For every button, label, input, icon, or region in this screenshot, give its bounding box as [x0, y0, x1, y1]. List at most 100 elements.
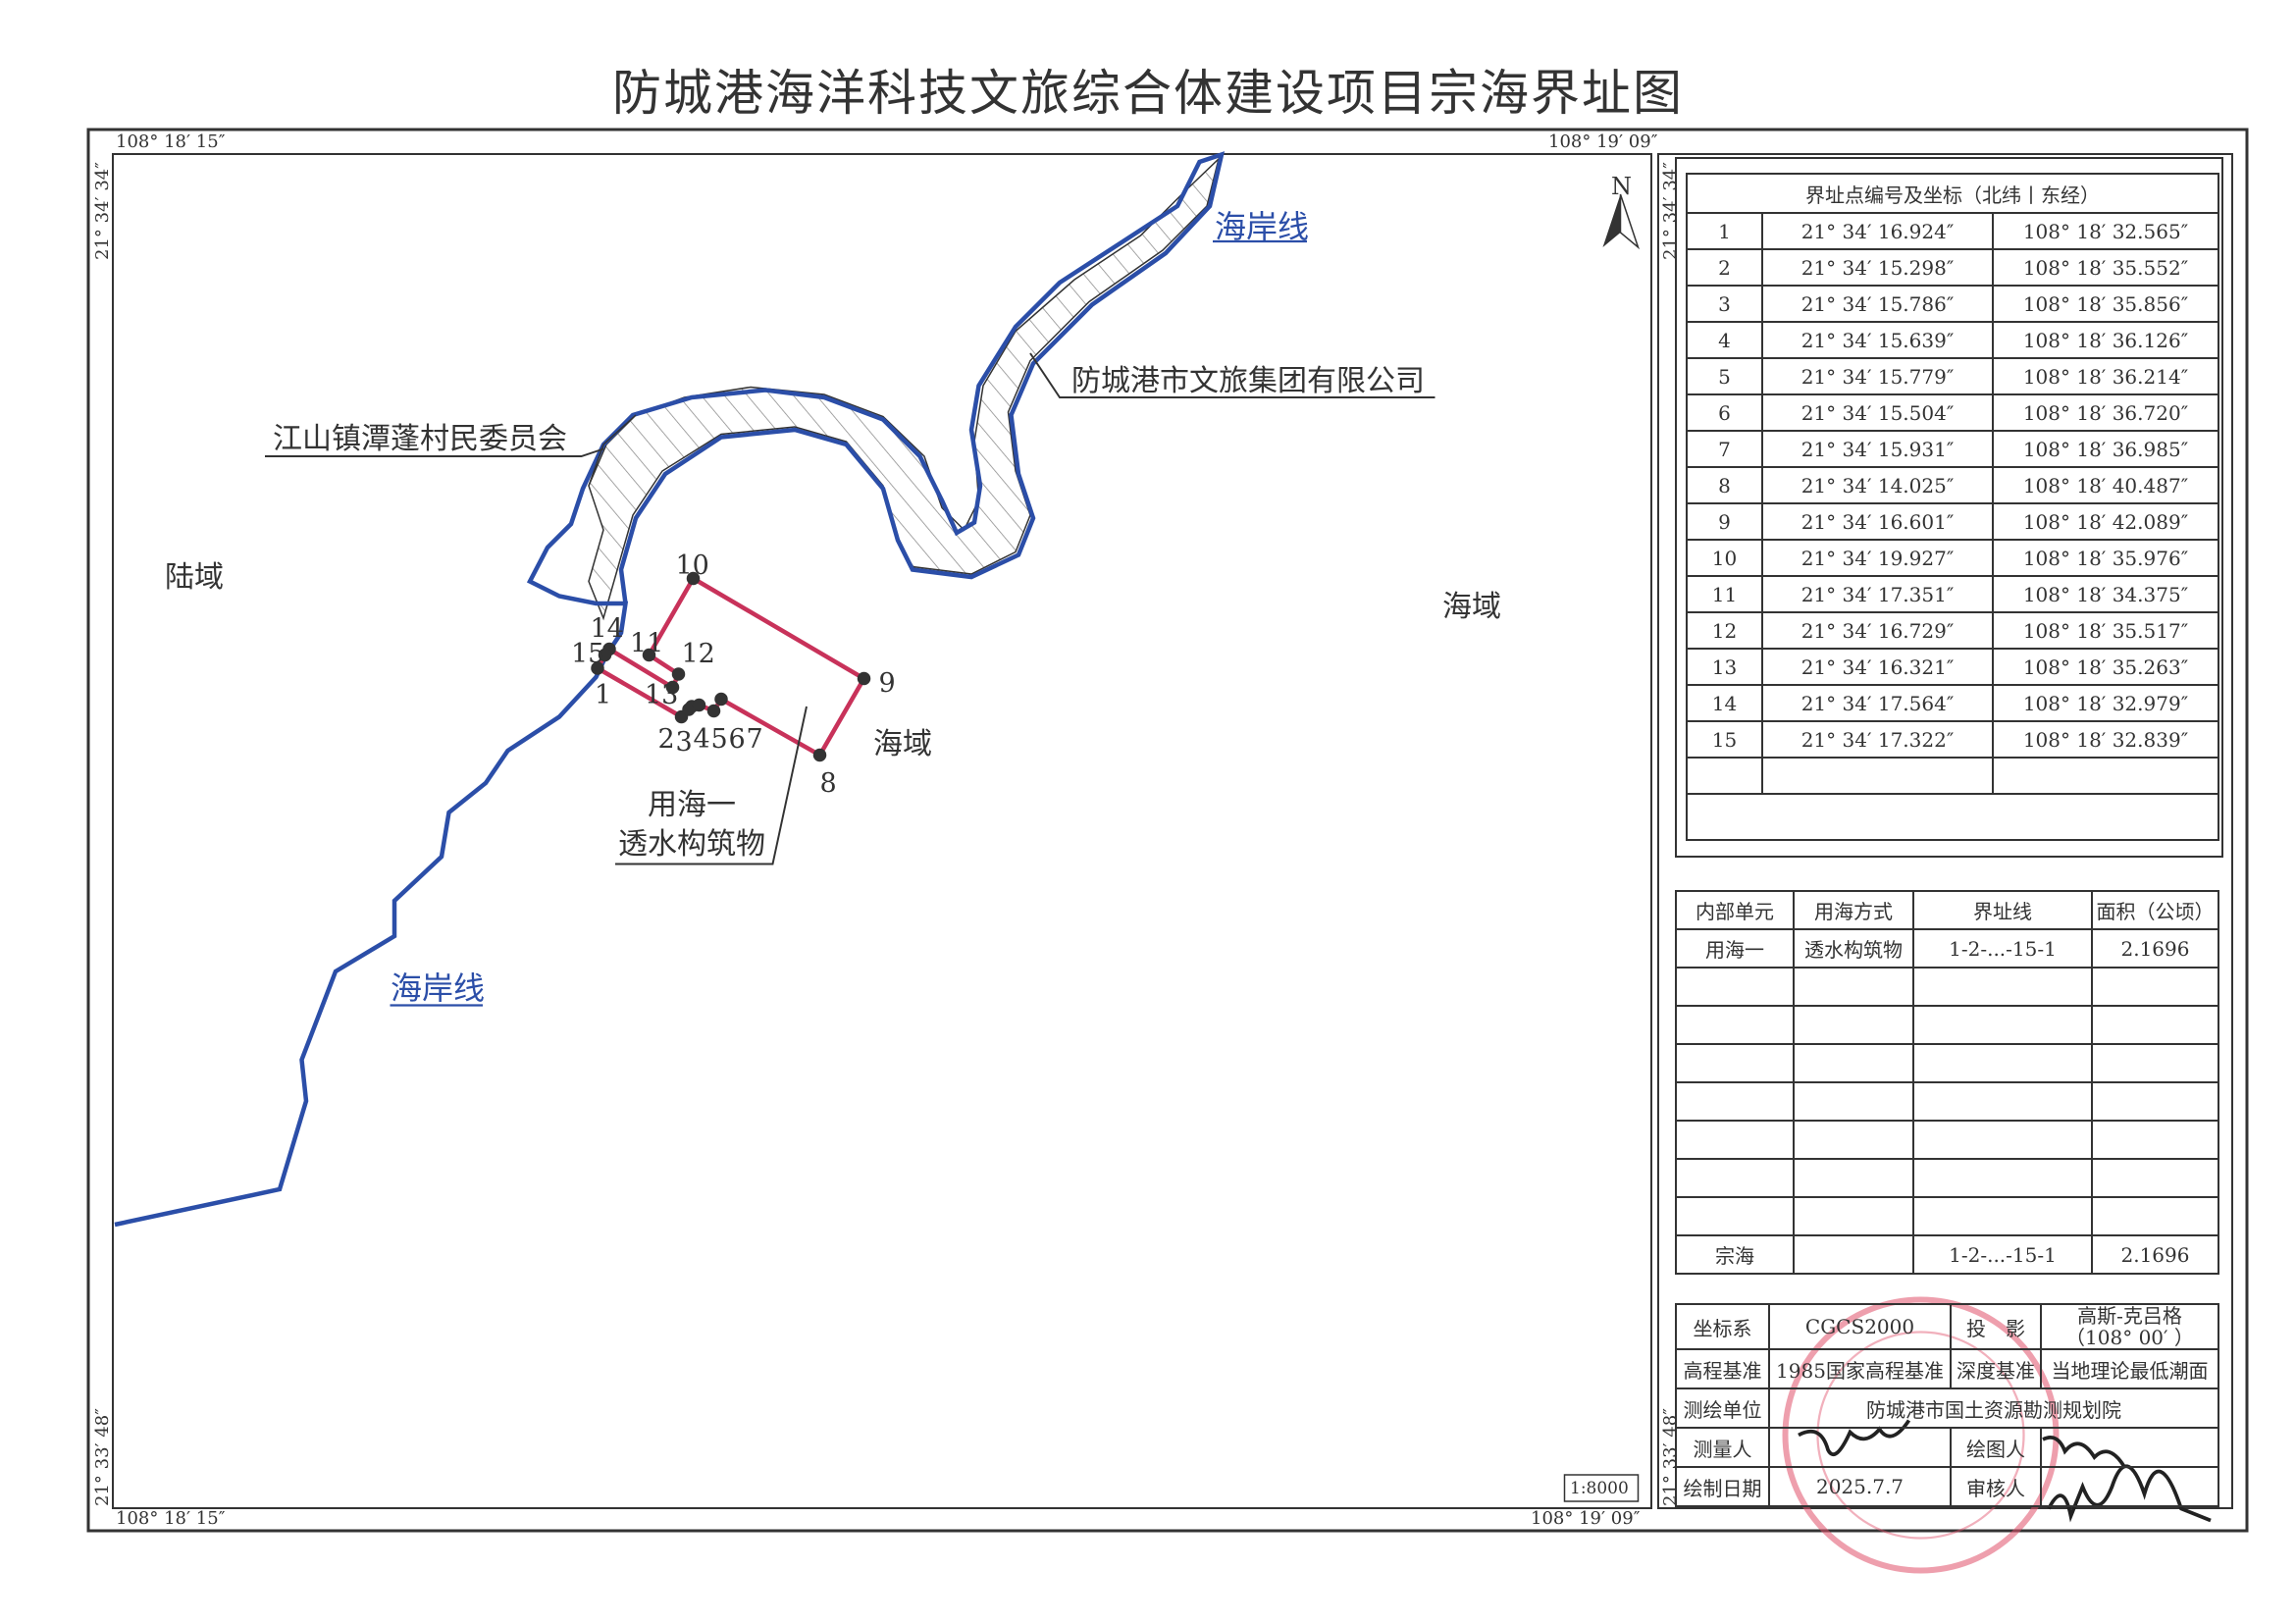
boundary-point-label: 7 — [747, 724, 763, 755]
boundary-point-label: 10 — [676, 550, 709, 581]
lon-bottom-right: 108° 19′ 09″ — [1531, 1508, 1641, 1529]
latitude: 21° 34′ 15.298″ — [1761, 248, 1994, 287]
north-arrow-icon — [1602, 193, 1641, 250]
legend-frame — [1657, 153, 2233, 1509]
longitude: 108° 18′ 36.214″ — [1992, 357, 2219, 395]
point-number: 11 — [1686, 575, 1763, 613]
latitude: 21° 34′ 16.321″ — [1761, 648, 1994, 686]
survey-unit-label: 测绘单位 — [1675, 1387, 1770, 1429]
lon-top-left: 108° 18′ 15″ — [116, 131, 226, 152]
longitude: 108° 18′ 42.089″ — [1992, 502, 2219, 541]
lon-bottom-left: 108° 18′ 15″ — [116, 1508, 226, 1529]
boundary-point-label: 5 — [711, 724, 728, 755]
point-number: 6 — [1686, 393, 1763, 432]
boundary-point-label: 6 — [729, 724, 746, 755]
coastline — [114, 151, 1226, 1228]
points-table-header: 界址点编号及坐标（北纬丨东经） — [1686, 173, 2219, 214]
point-number: 13 — [1686, 648, 1763, 686]
point-number: 8 — [1686, 466, 1763, 504]
use-units-table: 内部单元 用海方式 界址线 面积（公顷） 用海一 透水构筑物 1-2-...-1… — [1675, 890, 2219, 1275]
longitude: 108° 18′ 36.985″ — [1992, 430, 2219, 468]
village-label: 江山镇潭蓬村民委员会 — [273, 422, 567, 456]
boundary-point-label: 9 — [879, 668, 896, 699]
boundary-point — [598, 648, 612, 662]
latitude: 21° 34′ 15.931″ — [1761, 430, 1994, 468]
total-row: 宗海 1-2-...-15-1 2.1696 — [1675, 1234, 2219, 1275]
longitude: 108° 18′ 36.126″ — [1992, 321, 2219, 359]
boundary-point-label: 3 — [676, 727, 693, 758]
longitude: 108° 18′ 35.517″ — [1992, 611, 2219, 650]
longitude: 108° 18′ 40.487″ — [1992, 466, 2219, 504]
total-area: 2.1696 — [2091, 1234, 2219, 1275]
survey-unit-value: 防城港市国土资源勘测规划院 — [1768, 1387, 2219, 1429]
use-leader — [615, 706, 808, 865]
latitude: 21° 34′ 15.504″ — [1761, 393, 1994, 432]
date-label: 绘制日期 — [1675, 1466, 1770, 1507]
latitude: 21° 34′ 19.927″ — [1761, 539, 1994, 577]
lat-top-left: 21° 34′ 34″ — [92, 162, 113, 260]
reviewer-label: 审核人 — [1950, 1466, 2042, 1507]
depth-value: 当地理论最低潮面 — [2040, 1348, 2219, 1389]
point-number: 9 — [1686, 502, 1763, 541]
points-panel — [1675, 157, 2223, 858]
longitude: 108° 18′ 35.552″ — [1992, 248, 2219, 287]
depth-label: 深度基准 — [1950, 1348, 2042, 1389]
cell-unit: 用海一 — [1675, 928, 1795, 969]
land-label: 陆域 — [165, 560, 224, 595]
scale-box — [1563, 1474, 1640, 1502]
projection-value: 高斯-克吕格 — [2077, 1304, 2182, 1328]
point-number: 3 — [1686, 285, 1763, 323]
boundary-point — [591, 661, 604, 675]
total-line: 1-2-...-15-1 — [1912, 1234, 2093, 1275]
page-title: 防城港海洋科技文旅综合体建设项目宗海界址图 — [612, 65, 1684, 122]
point-number: 5 — [1686, 357, 1763, 395]
longitude: 108° 18′ 32.839″ — [1992, 720, 2219, 759]
village-leader — [265, 447, 604, 457]
use-type-label: 透水构筑物 — [618, 827, 765, 862]
boundary-point — [706, 704, 721, 718]
boundary-point-label: 2 — [658, 724, 675, 755]
latitude: 21° 34′ 15.779″ — [1761, 357, 1994, 395]
use-unit-label: 用海一 — [648, 788, 736, 822]
point-number: 7 — [1686, 430, 1763, 468]
boundary-point-label: 1 — [595, 680, 611, 710]
boundary-point-label: 8 — [820, 768, 837, 799]
point-number: 15 — [1686, 720, 1763, 759]
outer-frame — [86, 128, 2249, 1533]
point-number: 10 — [1686, 539, 1763, 577]
latitude: 21° 34′ 15.639″ — [1761, 321, 1994, 359]
company-label: 防城港市文旅集团有限公司 — [1071, 364, 1425, 398]
boundary-point-label: 14 — [591, 614, 624, 645]
boundary-point — [671, 667, 686, 681]
point-number: 2 — [1686, 248, 1763, 287]
boundary-point — [642, 648, 656, 662]
coastline-label-top: 海岸线 — [1215, 208, 1309, 245]
longitude: 108° 18′ 34.375″ — [1992, 575, 2219, 613]
elevation-label: 高程基准 — [1675, 1348, 1770, 1389]
point-number: 12 — [1686, 611, 1763, 650]
total-label: 宗海 — [1675, 1234, 1795, 1275]
scale-label: 1:8000 — [1570, 1479, 1629, 1498]
coastline-label-left: 海岸线 — [391, 969, 485, 1007]
company-leader — [1029, 352, 1435, 398]
cell-type: 透水构筑物 — [1793, 928, 1914, 969]
hatch-outline — [588, 414, 637, 487]
map-frame — [112, 153, 1652, 1509]
latitude: 21° 34′ 16.601″ — [1761, 502, 1994, 541]
latitude: 21° 34′ 16.924″ — [1761, 212, 1994, 250]
boundary-point-label: 13 — [645, 680, 678, 710]
